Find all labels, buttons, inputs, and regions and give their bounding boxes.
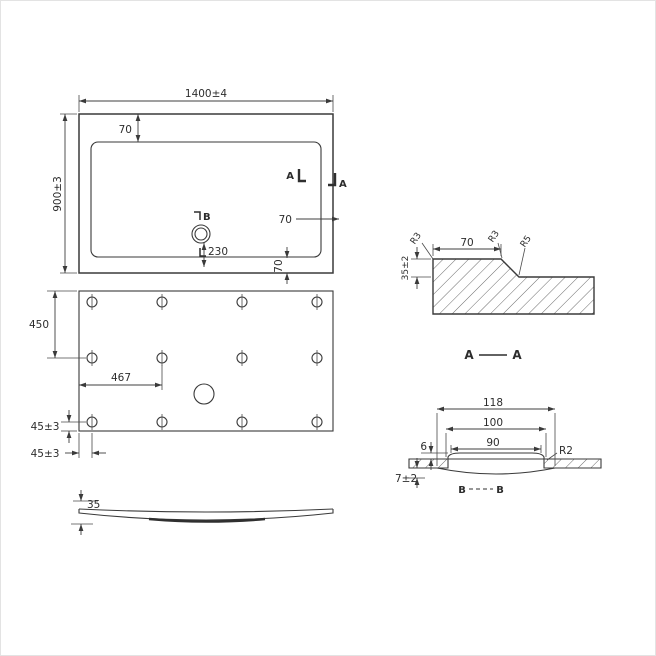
plan-width-label: 1400±4 [185, 88, 228, 100]
section-a-cut-marks: A A [286, 169, 347, 190]
dim-base-width: 100 [445, 417, 547, 457]
plan-view: 1400±4 70 900±3 B 230 70 [52, 88, 347, 284]
profile-height-label: 35 [87, 499, 100, 511]
dim-top-offset: 70 [119, 114, 141, 142]
drain-inner-circle [194, 227, 208, 241]
dim-hole-edge-offset-v: 45±3 [31, 410, 86, 443]
radius-mid-label: R3 [487, 229, 502, 245]
mounting-holes [86, 294, 323, 430]
side-profile-view: 35 [71, 490, 334, 535]
top-width-label: 90 [486, 437, 499, 449]
flange-width-label: 70 [460, 237, 473, 249]
ground-right-hatch [543, 458, 602, 469]
dim-overall-height: 900±3 [52, 113, 77, 274]
dim-bottom-offset: 70 [273, 247, 290, 284]
section-bb-title: B B [458, 485, 504, 496]
row-spacing-label: 450 [29, 319, 49, 331]
dim-row-spacing: 450 [29, 290, 86, 359]
section-a-letter-left: A [286, 171, 294, 182]
dim-depth: 7±2 [395, 458, 425, 488]
section-aa-title-left: A [464, 348, 474, 362]
ground-left-hatch [408, 458, 449, 469]
plan-right-offset-label: 70 [279, 214, 292, 226]
drain-dome-profile [447, 452, 545, 459]
dim-recess-width: 118 [436, 397, 556, 466]
section-b-letter: B [203, 212, 211, 223]
dim-drain-x-offset: 467 [79, 365, 163, 390]
section-bb-view: 118 100 90 R2 6 7±2 [395, 397, 602, 496]
dim-drain-offset: 230 [201, 243, 228, 267]
section-aa-view: 70 R3 R3 R5 35±2 A A [401, 229, 595, 362]
hole-edge-offset-h-label: 45±3 [31, 448, 60, 460]
recess-width-label: 118 [483, 397, 503, 409]
dim-hole-edge-offset-h: 45±3 [31, 433, 106, 460]
section-a-letter-right: A [339, 179, 347, 190]
section-aa-title: A A [464, 348, 522, 362]
dim-flange-height: 35±2 [401, 247, 431, 289]
base-width-label: 100 [483, 417, 503, 429]
tray-inner-outline [90, 141, 322, 258]
drain-x-offset-label: 467 [111, 372, 131, 384]
dim-profile-height: 35 [71, 490, 100, 535]
tray-outer-outline [78, 113, 334, 274]
section-bb-title-right: B [496, 485, 504, 496]
profile-center-thick [148, 517, 266, 523]
flange-height-label: 35±2 [401, 256, 411, 281]
section-aa-profile [432, 258, 595, 315]
section-aa-title-right: A [512, 348, 522, 362]
radius-inner-label: R5 [519, 234, 534, 250]
radius-r2-callout: R2 [546, 445, 573, 461]
bottom-view: 450 467 45±3 45±3 [29, 290, 334, 460]
hole-edge-offset-v-label: 45±3 [31, 421, 60, 433]
dim-right-offset: 70 [279, 214, 339, 226]
recess-bottom-arc [436, 467, 556, 475]
dim-lip-height: 6 [420, 441, 448, 470]
lip-height-label: 6 [420, 441, 427, 453]
corner-radius-label: R2 [559, 445, 573, 457]
drain-offset-label: 230 [208, 246, 228, 258]
depth-label: 7±2 [395, 473, 417, 485]
drain-outer-circle [191, 224, 211, 244]
radius-outer-label: R3 [409, 231, 424, 247]
section-bb-title-left: B [458, 485, 466, 496]
plan-height-label: 900±3 [52, 176, 64, 212]
plan-bottom-offset-label: 70 [273, 259, 285, 272]
drain-hole-bottom [193, 383, 215, 405]
drain-hole [191, 224, 211, 244]
plan-top-offset-label: 70 [119, 124, 132, 136]
bottom-outline [78, 290, 334, 432]
dim-top-width: 90 [450, 437, 542, 453]
profile-bottom-edge [78, 509, 334, 521]
profile-top-edge [78, 508, 334, 513]
dim-flange-width: 70 [432, 237, 502, 256]
dim-overall-width: 1400±4 [78, 88, 334, 112]
